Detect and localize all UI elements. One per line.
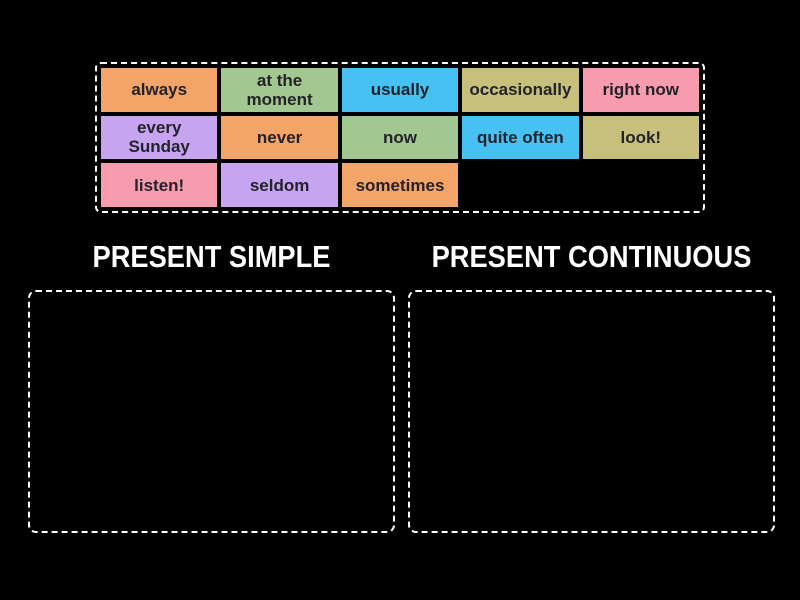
word-tile[interactable]: at the moment [221, 68, 338, 112]
category-header-present-continuous: PRESENT CONTINUOUS [431, 239, 752, 274]
word-tile[interactable]: sometimes [341, 163, 459, 207]
word-tile[interactable]: seldom [221, 163, 338, 207]
word-tile[interactable]: listen! [101, 163, 218, 207]
category-header-present-simple: PRESENT SIMPLE [92, 239, 331, 274]
word-tile[interactable]: occasionally [462, 68, 579, 112]
word-tile[interactable]: quite often [462, 115, 579, 160]
dropzone-present-simple[interactable] [28, 290, 395, 533]
word-tile[interactable]: right now [582, 68, 699, 112]
word-tile[interactable]: now [341, 115, 459, 160]
word-tile[interactable]: every Sunday [101, 115, 218, 160]
word-tile[interactable]: never [221, 115, 338, 160]
word-tile[interactable]: usually [341, 68, 459, 112]
word-tile[interactable]: always [101, 68, 218, 112]
word-tile[interactable]: look! [582, 115, 699, 160]
dropzone-present-continuous[interactable] [408, 290, 775, 533]
